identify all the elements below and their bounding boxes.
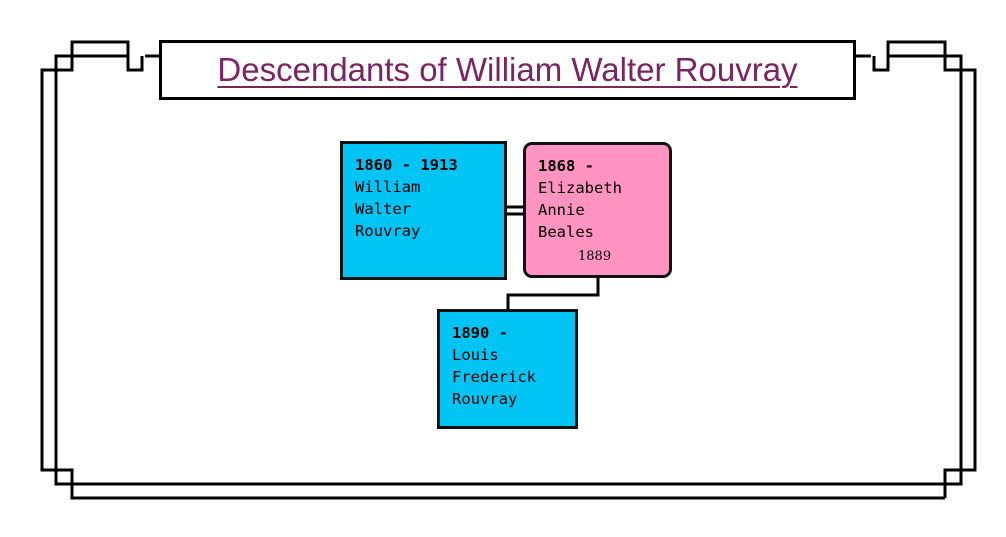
frame-right-bottom-inner bbox=[943, 468, 961, 484]
person-name-line: Rouvray bbox=[452, 390, 518, 408]
frame-bottom-inner bbox=[56, 468, 945, 486]
person-name-line: Annie bbox=[538, 201, 585, 219]
person-dates: 1890 - bbox=[452, 324, 508, 342]
frame-left-inner-2 bbox=[56, 56, 74, 72]
person-name-line: William bbox=[355, 178, 421, 196]
person-box-william[interactable]: 1860 - 1913 William Walter Rouvray bbox=[340, 141, 507, 280]
person-name-line: Beales bbox=[538, 223, 594, 241]
person-dates: 1868 - bbox=[538, 157, 594, 175]
person-dates: 1860 - 1913 bbox=[355, 156, 458, 174]
chart-title: Descendants of William Walter Rouvray bbox=[217, 51, 798, 88]
person-box-elizabeth[interactable]: 1868 - Elizabeth Annie Beales bbox=[523, 142, 672, 278]
marriage-year: 1889 bbox=[578, 249, 612, 264]
frame-right-scroll bbox=[872, 40, 977, 498]
frame-right-inner-2 bbox=[943, 56, 961, 72]
person-name-line: Frederick bbox=[452, 368, 536, 386]
person-name-line: Walter bbox=[355, 200, 411, 218]
person-name-line: Rouvray bbox=[355, 222, 421, 240]
person-box-louis[interactable]: 1890 - Louis Frederick Rouvray bbox=[437, 309, 578, 429]
person-name-line: Elizabeth bbox=[538, 179, 622, 197]
title-box: Descendants of William Walter Rouvray bbox=[159, 40, 856, 100]
person-name-line: Louis bbox=[452, 346, 499, 364]
